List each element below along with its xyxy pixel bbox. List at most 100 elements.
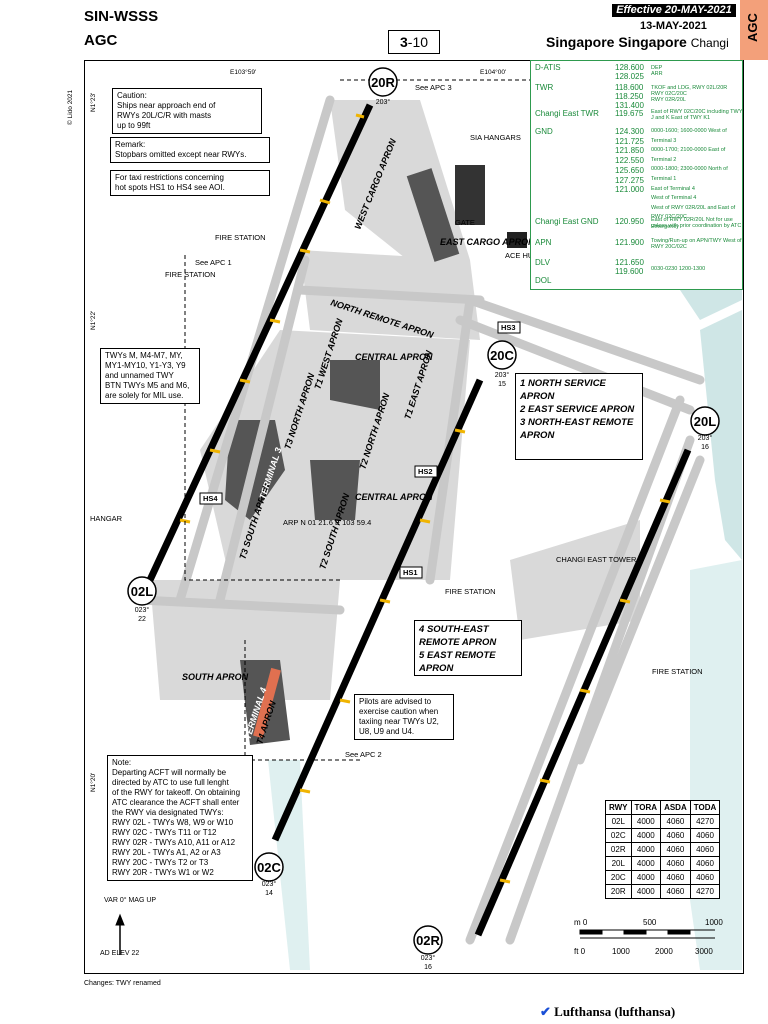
runway-end-20c-marker [487, 340, 517, 370]
runway-end-02c-marker [254, 852, 284, 882]
hotspot-hs2: HS2 [418, 467, 433, 476]
changes-note: Changes: TWY renamed [84, 980, 161, 987]
taxiway-s [135, 595, 345, 615]
runway-label-02c: 02C [257, 860, 281, 875]
taxiway-b [465, 395, 685, 945]
chart-date: 13-MAY-2021 [640, 20, 707, 32]
scale-m-500: 500 [643, 918, 657, 927]
latitude-label-3: N1°20' [89, 773, 97, 792]
t4-gate-strip [253, 667, 281, 739]
fire-station-central-label: FIRE STATION [445, 587, 496, 596]
aerodrome-elevation: AD ELEV 22 [100, 950, 139, 957]
location-title: Singapore Singapore Changi [546, 34, 729, 50]
stopbar [299, 248, 311, 254]
north-arrowhead-icon [115, 913, 125, 926]
runway-end-20r-marker [368, 67, 398, 97]
runway-label-20l: 20L [694, 414, 716, 429]
scale-ft-2000: 2000 [655, 947, 673, 956]
elevation-02c: 14 [265, 890, 273, 897]
runway-02c-20c [271, 378, 484, 842]
heading-20r: 203° [376, 98, 391, 106]
effective-date-badge: Effective 20-MAY-2021 [612, 4, 736, 17]
stopbar [579, 688, 591, 694]
stopbar [339, 698, 351, 704]
hotspot-note: For taxi restrictions concerning hot spo… [110, 170, 270, 196]
runway-end-02r-marker [413, 925, 443, 955]
heading-02r: 023° [421, 954, 436, 962]
runway-end-02l-marker [127, 576, 157, 606]
hotspot-hs3-box [497, 321, 521, 334]
elevation-02r: 16 [424, 964, 432, 971]
hotspot-hs3: HS3 [501, 323, 516, 332]
scale-ft-0: ft 0 [574, 947, 586, 956]
footer-account[interactable]: ✔ Lufthansa (lufthansa) [540, 1004, 676, 1019]
scale-ft-3000: 3000 [695, 947, 713, 956]
caution-note: Caution: Ships near approach end of RWYs… [112, 88, 262, 134]
taxiway-n [295, 285, 485, 305]
sia-hangar-building [455, 165, 485, 225]
east-apron-area [510, 520, 640, 640]
military-note: TWYs M, M4-M7, MY, MY1-MY10, Y1-Y3, Y9 a… [100, 348, 200, 404]
magnetic-variation: VAR 0° MAG UP [104, 896, 156, 904]
legend-item-1: 1 NORTH SERVICE APRON [520, 378, 606, 402]
elevation-02l: 22 [138, 616, 146, 623]
legend-item-2: 2 EAST SERVICE APRON [520, 404, 635, 415]
stopbar [319, 198, 331, 205]
hotspot-hs4-box [199, 492, 223, 505]
taxiway-j [455, 315, 695, 415]
apc3-label: See APC 3 [415, 83, 452, 92]
taxiway-k [465, 295, 705, 385]
apc1-label: See APC 1 [195, 258, 232, 267]
copyright: © Lido 2021 [66, 89, 74, 125]
scale-bar-fill-3 [667, 929, 691, 935]
stopbar [379, 598, 391, 604]
fire-station-west-label: FIRE STATION [165, 270, 216, 279]
hotspot-hs4: HS4 [203, 494, 218, 503]
runway-label-02l: 02L [131, 584, 153, 599]
apron-central-south: CENTRAL APRON [355, 492, 433, 502]
page-number: 3-10 [388, 30, 440, 54]
stopbar [539, 778, 551, 784]
stopbar [419, 518, 431, 524]
terminal-2 [310, 460, 360, 520]
ace-hub-label: ACE HUB [505, 251, 538, 260]
taxiway-v [215, 255, 310, 605]
runway-02r-20l [474, 448, 692, 937]
pilots-caution-note: Pilots are advised to exercise caution w… [354, 694, 454, 740]
stopbar [269, 318, 281, 324]
stopbar [454, 428, 466, 434]
legend-item-3: 3 NORTH-EAST REMOTE APRON [520, 417, 634, 441]
scale-bar-fill-2 [623, 929, 647, 935]
agc-tab[interactable]: AGC [740, 0, 768, 60]
latitude-label-2: N1°22' [89, 311, 97, 330]
longitude-label-1: E103°59' [230, 68, 256, 76]
longitude-label-2: E104°00' [480, 68, 506, 76]
check-icon: ✔ [540, 1004, 551, 1019]
stopbar [299, 788, 311, 794]
scale-bar-fill-1 [579, 929, 603, 935]
runway-label-20c: 20C [490, 348, 514, 363]
remote-apron-legend: 4 SOUTH-EAST REMOTE APRON 5 EAST REMOTE … [414, 620, 522, 676]
legend-item-5: 5 EAST REMOTE APRON [419, 650, 496, 674]
scale-ft-1000: 1000 [612, 947, 630, 956]
heading-20c: 203° [495, 371, 510, 379]
fire-station-east-label: FIRE STATION [652, 667, 703, 676]
sea-channel-east [690, 560, 742, 970]
ace-hub-building [507, 232, 527, 248]
departure-note: Note: Departing ACFT will normally be di… [107, 755, 253, 881]
runway-02l-20r [146, 103, 374, 582]
remark-note: Remark: Stopbars omitted except near RWY… [110, 137, 270, 163]
legend-item-4: 4 SOUTH-EAST REMOTE APRON [419, 624, 497, 648]
arp-label: ARP N 01 21.6 E 103 59.4 [283, 518, 371, 527]
hotspot-hs1: HS1 [403, 568, 418, 577]
hangar-label: HANGAR [90, 514, 123, 523]
stopbar [209, 448, 221, 454]
stopbar [499, 878, 511, 884]
